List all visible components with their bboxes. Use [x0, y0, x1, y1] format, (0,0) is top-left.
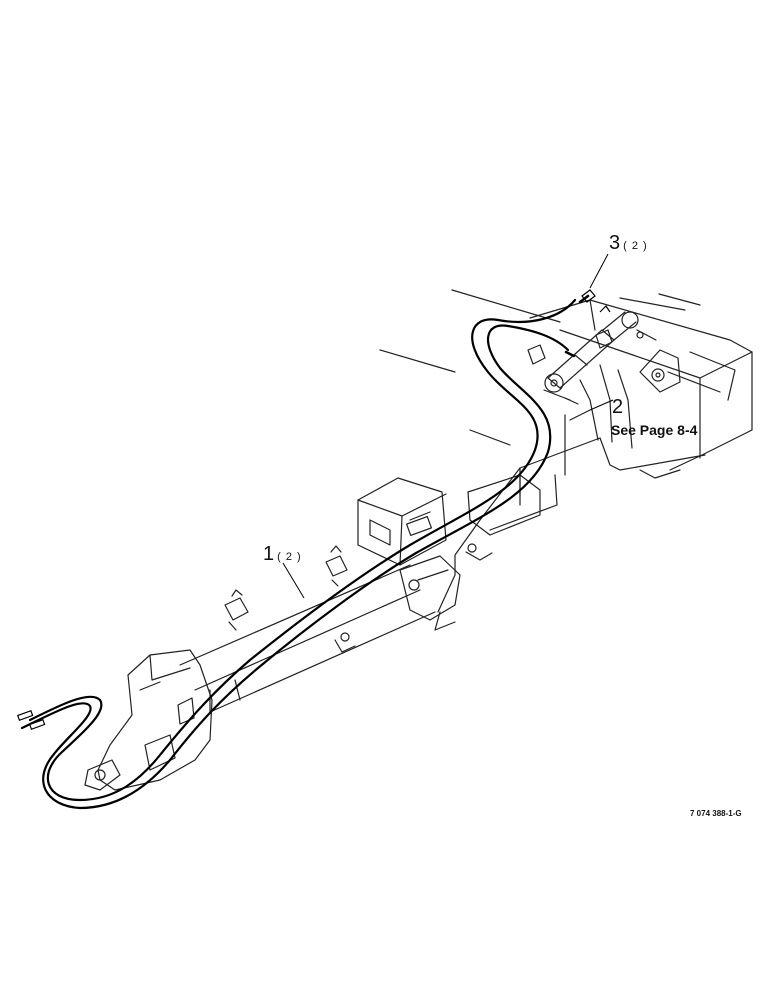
- callout-2-number: 2: [612, 396, 624, 418]
- callout-2: 2: [612, 396, 623, 419]
- callout-1-number: 1: [263, 543, 275, 565]
- adapter-fittings: [581, 289, 611, 313]
- callout-3-qty: ( 2 ): [623, 240, 648, 252]
- callout-1-qty: ( 2 ): [277, 551, 302, 563]
- callout-3: 3( 2 ): [609, 232, 648, 255]
- shield-box: [357, 477, 447, 566]
- hose-end-fittings: [16, 709, 46, 730]
- leader-lines: [282, 253, 614, 599]
- hose-outer: [28, 298, 577, 802]
- hydraulic-hoses: [20, 294, 590, 810]
- callout-3-number: 3: [609, 232, 621, 254]
- tongue-front-end: [84, 649, 213, 791]
- frame-guide-lines: [379, 289, 701, 446]
- reference-note: See Page 8-4: [611, 422, 698, 438]
- hydraulic-cylinder: [543, 311, 681, 405]
- part-code: 7 074 388-1-G: [690, 809, 742, 818]
- callout-1: 1( 2 ): [263, 543, 302, 566]
- hitch-plate: [399, 543, 493, 631]
- hose-inner: [20, 324, 570, 810]
- header-frame: [437, 299, 753, 613]
